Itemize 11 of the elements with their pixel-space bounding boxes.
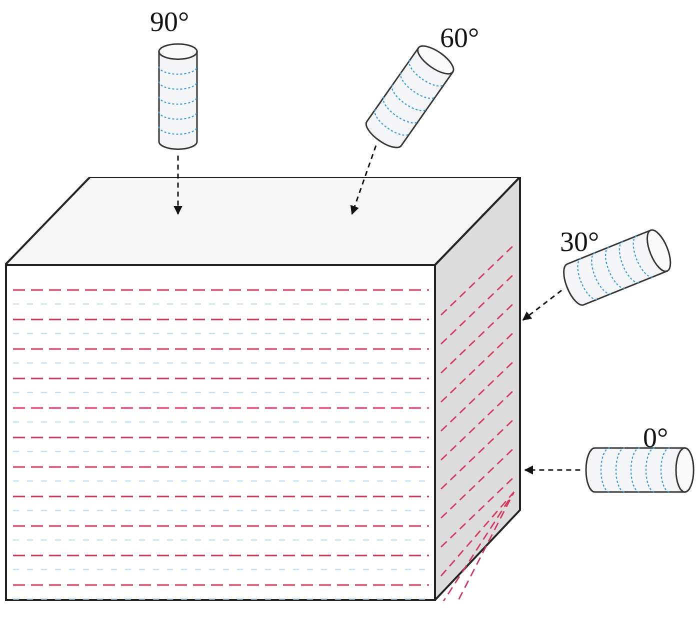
core-sample-drawing [584, 446, 696, 494]
arrow [350, 145, 377, 215]
angle-label: 30° [560, 228, 600, 258]
arrow [524, 466, 580, 474]
angle-label: 90° [150, 8, 190, 38]
core-sample-drawing [157, 42, 199, 152]
arrow [174, 156, 182, 215]
block-drawing [5, 177, 521, 601]
arrow [522, 290, 562, 321]
angle-label: 0° [643, 424, 668, 454]
angle-label: 60° [440, 24, 480, 54]
